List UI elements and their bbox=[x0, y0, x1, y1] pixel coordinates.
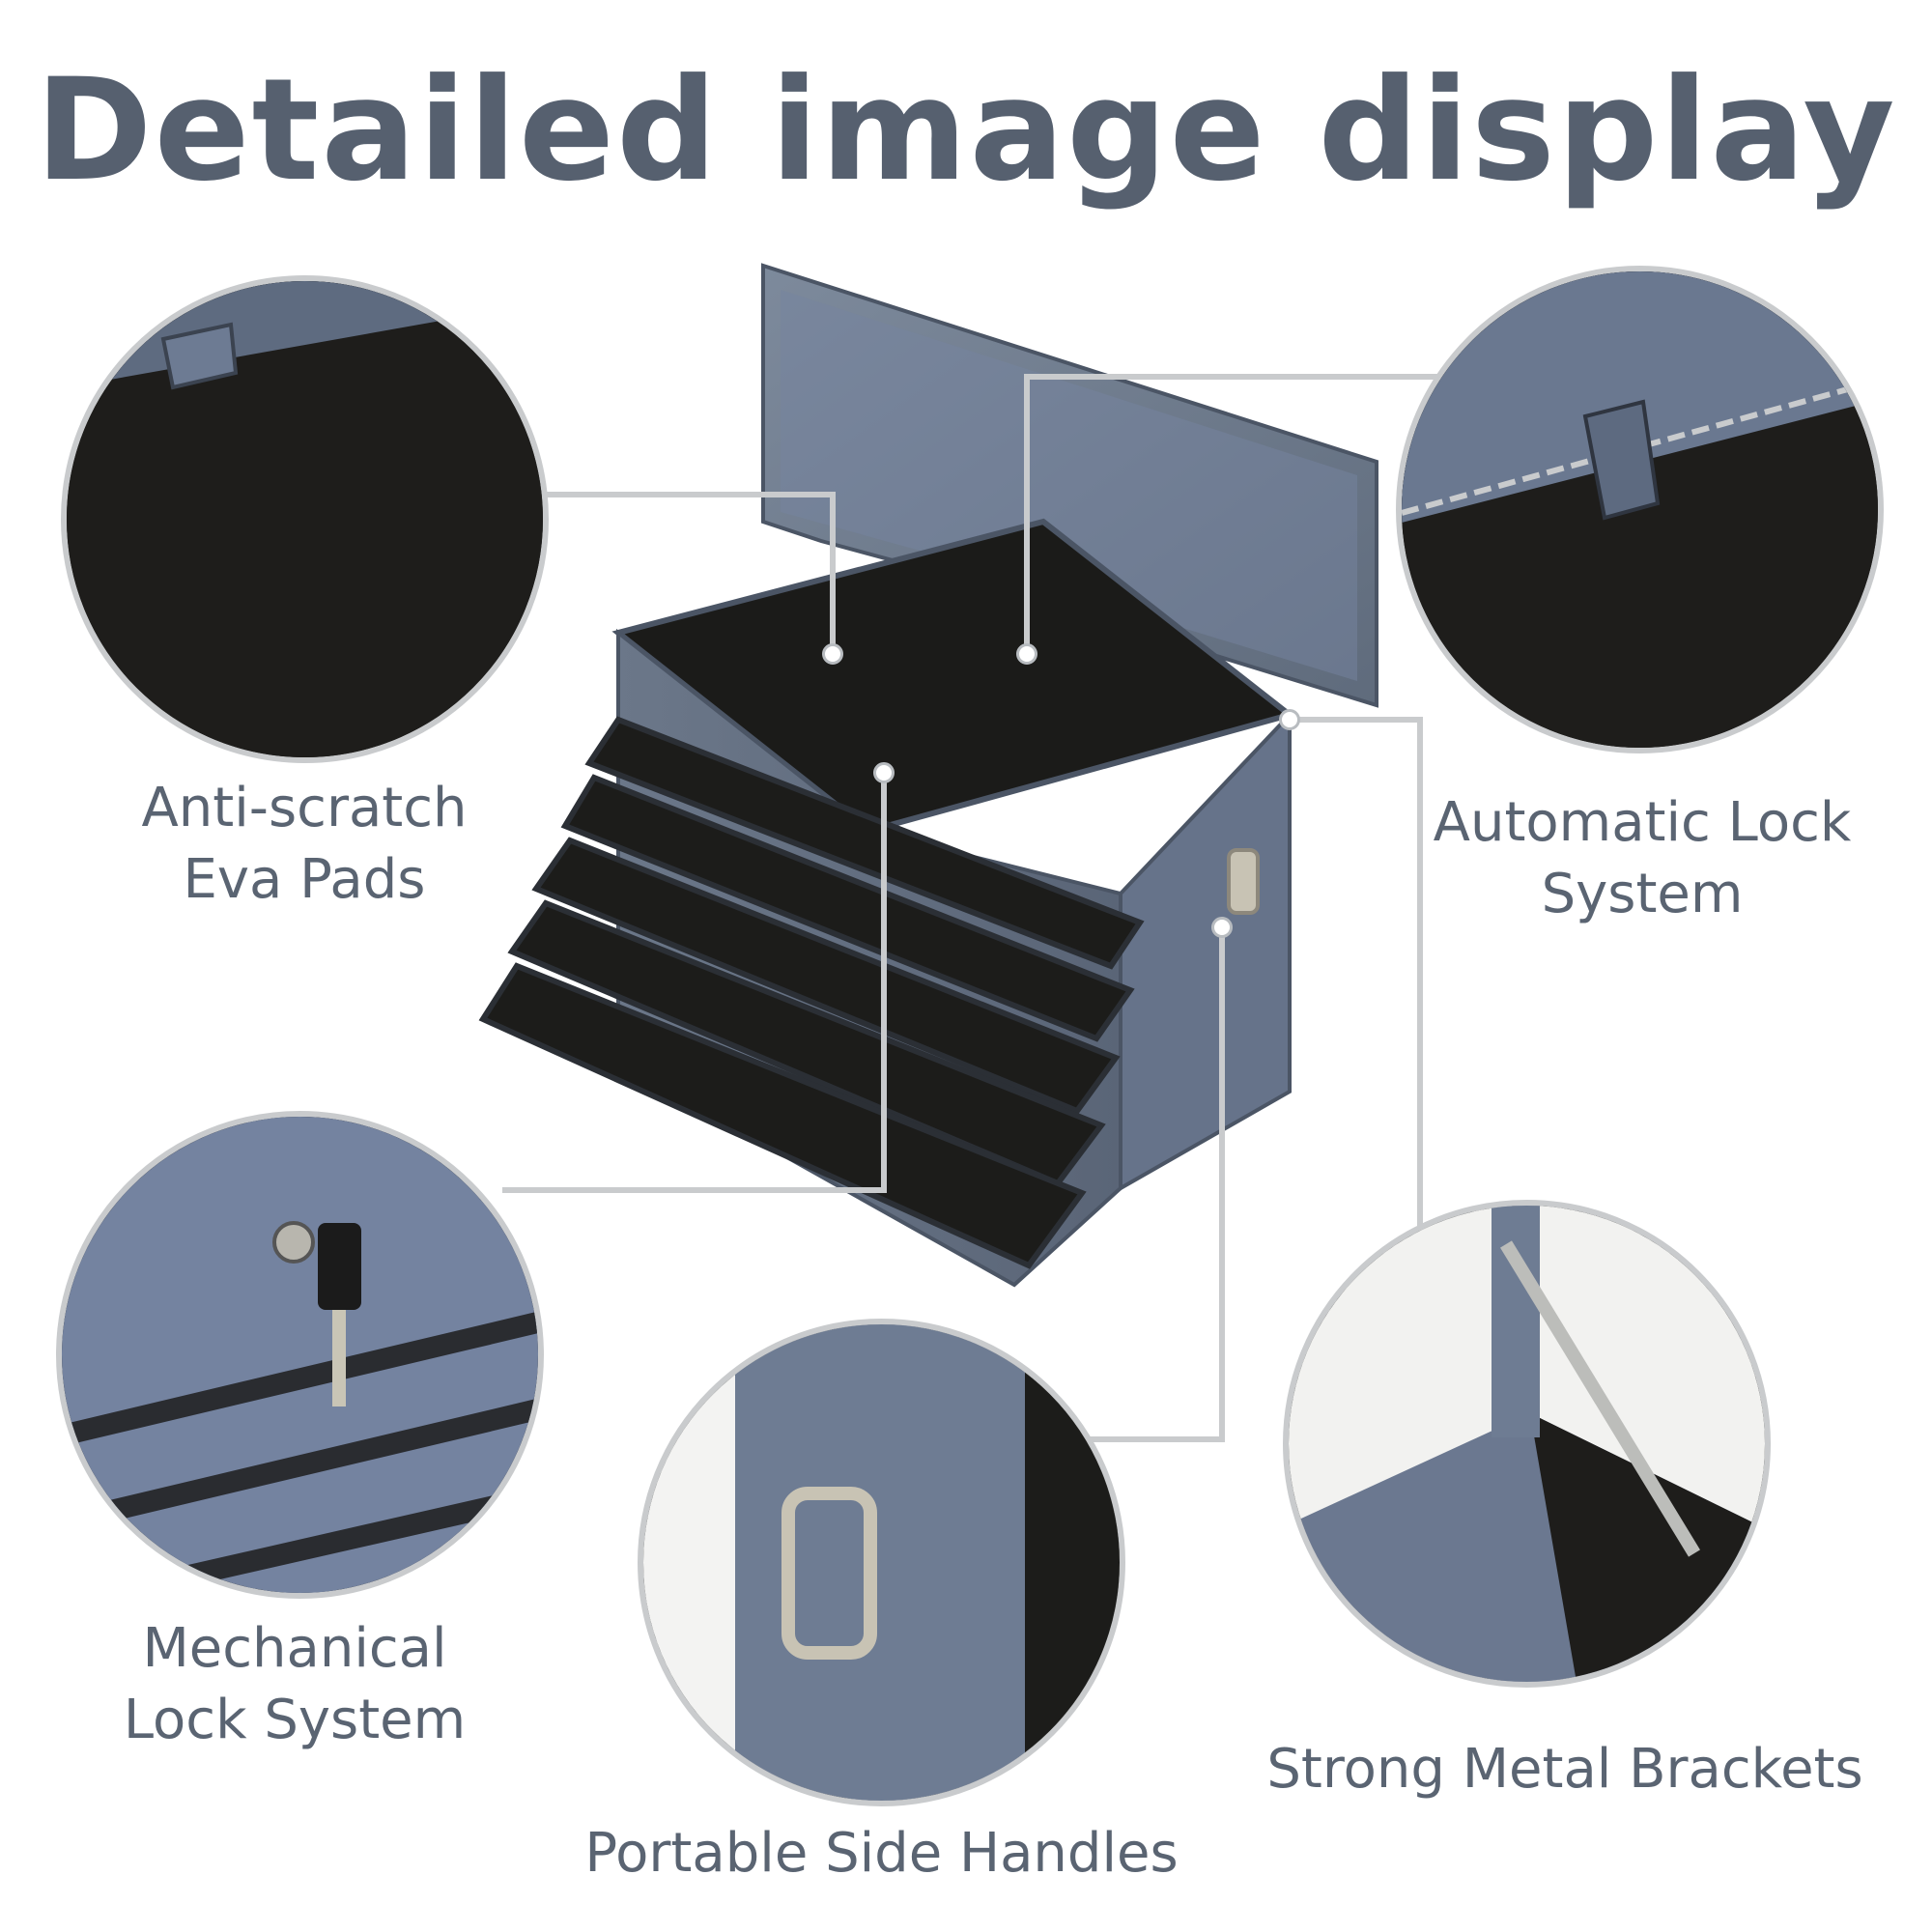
label-eva-pads-line1: Anti-scratch bbox=[141, 777, 468, 839]
callout-dot-eva bbox=[822, 643, 843, 665]
label-eva-pads: Anti-scratch Eva Pads bbox=[58, 773, 551, 916]
key-icon bbox=[318, 1223, 361, 1310]
latch-icon bbox=[1582, 399, 1661, 521]
label-auto-lock-line2: System bbox=[1541, 863, 1744, 925]
label-mech-lock: Mechanical Lock System bbox=[48, 1613, 541, 1756]
detail-circle-mech-lock bbox=[56, 1111, 544, 1599]
detail-circle-side-handles bbox=[638, 1319, 1125, 1806]
callout-dot-mechlock bbox=[873, 762, 895, 783]
callout-dot-bracket bbox=[1279, 709, 1300, 730]
hinge-icon bbox=[160, 322, 239, 390]
label-eva-pads-line2: Eva Pads bbox=[183, 848, 426, 911]
label-auto-lock: Automatic Lock System bbox=[1381, 787, 1903, 930]
keyhole-icon bbox=[272, 1221, 315, 1264]
callout-lines bbox=[502, 374, 1444, 1442]
detail-circle-eva-pads bbox=[61, 275, 549, 763]
label-mech-lock-line2: Lock System bbox=[123, 1689, 467, 1751]
label-brackets: Strong Metal Brackets bbox=[1266, 1738, 1863, 1801]
label-auto-lock-line1: Automatic Lock bbox=[1433, 791, 1852, 854]
handle-icon bbox=[781, 1487, 877, 1660]
label-side-handles: Portable Side Handles bbox=[584, 1822, 1179, 1885]
drawers bbox=[478, 716, 1145, 1269]
page-title: Detailed image display bbox=[35, 48, 1897, 213]
callout-dot-autolock bbox=[1016, 643, 1037, 665]
chest-side-panel bbox=[1119, 709, 1292, 1192]
bracket-icon bbox=[1500, 1240, 1700, 1557]
label-mech-lock-line1: Mechanical bbox=[142, 1617, 447, 1680]
detail-circle-brackets bbox=[1283, 1200, 1771, 1688]
side-handle bbox=[1227, 848, 1260, 915]
detail-circle-auto-lock bbox=[1396, 266, 1884, 753]
callout-dot-handle bbox=[1211, 917, 1233, 938]
